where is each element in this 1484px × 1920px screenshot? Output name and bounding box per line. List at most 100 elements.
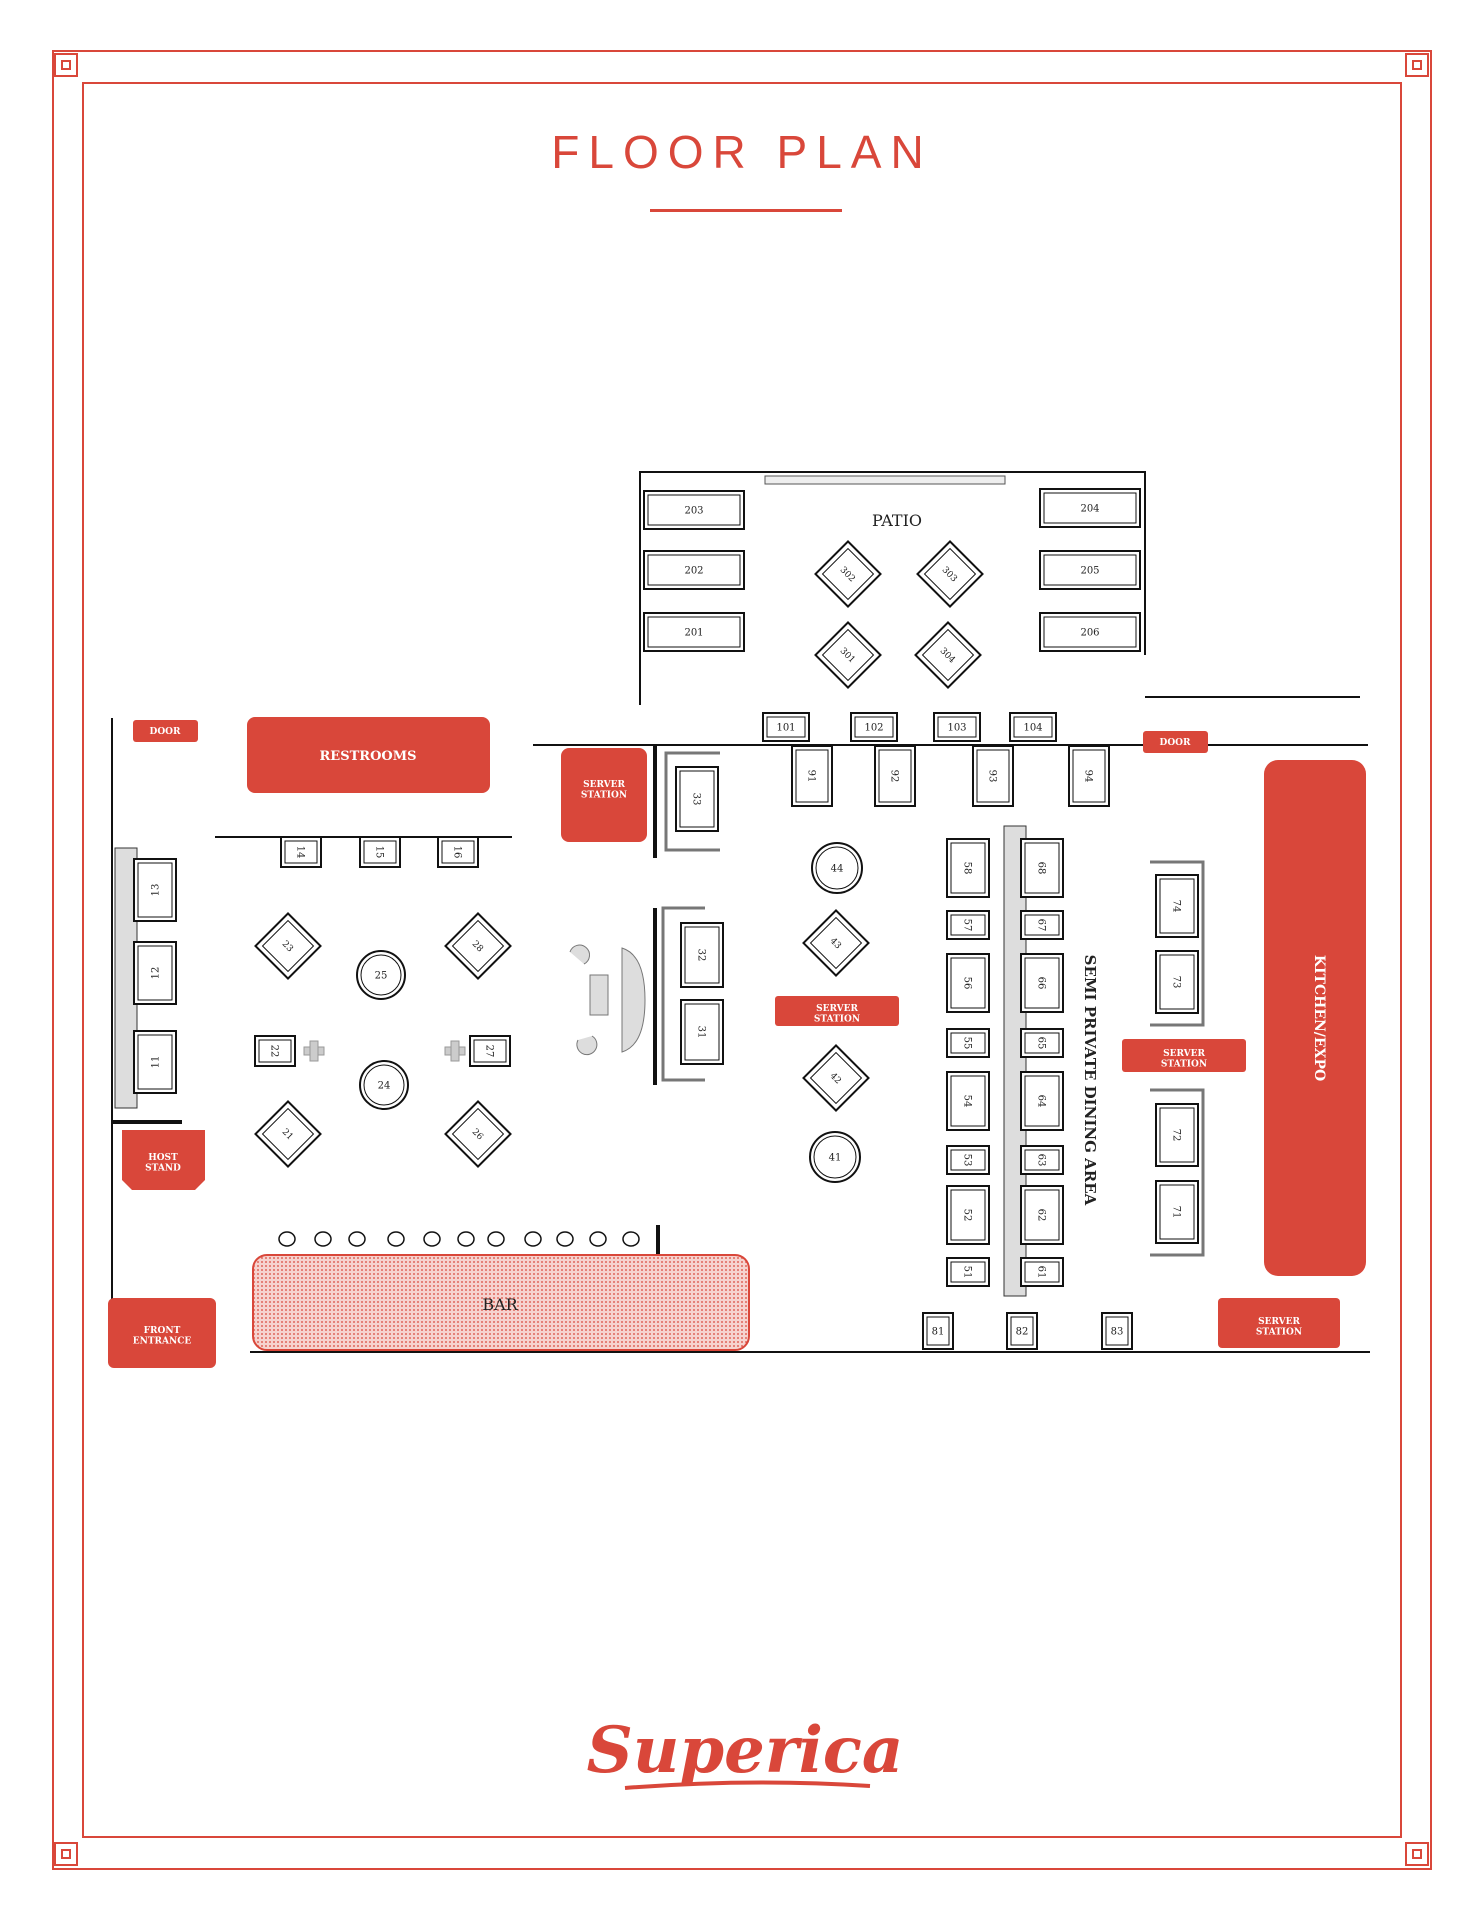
corner-ornament [54,53,78,77]
table-28: 28 [444,912,512,980]
table-23: 23 [254,912,322,980]
bar-stool [423,1231,441,1247]
table-202: 202 [643,550,745,590]
table-93: 93 [972,745,1014,807]
front-entrance [108,1298,216,1368]
bar-counter [252,1254,750,1351]
table-83: 83 [1101,1312,1133,1350]
plant-icon [303,1040,325,1062]
table-number: 74 [1171,900,1182,913]
table-55: 55 [946,1028,990,1058]
table-206: 206 [1039,612,1141,652]
bar-stool [278,1231,296,1247]
door-right [1143,731,1208,753]
bar-stools [278,1231,640,1247]
table-68: 68 [1020,838,1064,898]
table-61: 61 [1020,1257,1064,1287]
table-number: 102 [864,723,883,734]
table-91: 91 [791,745,833,807]
table-12: 12 [133,941,177,1005]
table-13: 13 [133,858,177,922]
table-62: 62 [1020,1185,1064,1245]
table-203: 203 [643,490,745,530]
table-302: 302 [814,540,882,608]
patio-bench [764,475,1006,485]
bar-stool [387,1231,405,1247]
table-number: 91 [806,770,817,783]
table-number: 72 [1171,1129,1182,1142]
table-65: 65 [1020,1028,1064,1058]
bar-label: BAR [482,1295,518,1314]
server-station-3 [1122,1039,1246,1072]
table-number: 44 [831,864,844,875]
table-number: 204 [1080,504,1099,515]
table-204: 204 [1039,488,1141,528]
table-number: 25 [375,971,388,982]
host-stand [122,1130,205,1190]
table-number: 33 [691,793,702,806]
bar-stool [556,1231,574,1247]
table-number: 205 [1080,566,1099,577]
table-number: 16 [452,846,463,859]
bar-stool [487,1231,505,1247]
table-82: 82 [1006,1312,1038,1350]
table-number: 206 [1080,628,1099,639]
logo-swash [624,1780,871,1790]
table-number: 13 [151,884,162,897]
server-station-1 [561,748,647,842]
table-44: 44 [811,842,863,894]
table-number: 94 [1083,770,1094,783]
bar-stool [314,1231,332,1247]
booth-brackets [661,751,1205,1257]
center-divider [1003,825,1027,1297]
bar-stool [348,1231,366,1247]
table-number: 82 [1016,1327,1029,1338]
kitchen-expo [1264,760,1366,1276]
table-number: 65 [1036,1037,1047,1050]
table-25: 25 [356,950,406,1000]
table-number: 62 [1036,1209,1047,1222]
plant-icon [444,1040,466,1062]
table-number: 32 [696,949,707,962]
table-32: 32 [680,922,724,988]
table-205: 205 [1039,550,1141,590]
table-54: 54 [946,1071,990,1131]
table-number: 55 [962,1037,973,1050]
table-81: 81 [922,1312,954,1350]
table-number: 101 [776,723,795,734]
server-station-4 [1218,1298,1340,1348]
table-58: 58 [946,838,990,898]
restrooms-label: RESTROOMS [319,749,416,764]
table-101: 101 [762,712,810,742]
table-number: 27 [484,1045,495,1058]
table-number: 41 [829,1153,842,1164]
table-number: 202 [684,566,703,577]
table-66: 66 [1020,953,1064,1013]
table-number: 15 [374,846,385,859]
table-63: 63 [1020,1145,1064,1175]
table-number: 92 [889,770,900,783]
table-42: 42 [802,1044,870,1112]
bar-stool [524,1231,542,1247]
bar-stool [457,1231,475,1247]
table-number: 56 [962,977,973,990]
table-52: 52 [946,1185,990,1245]
table-51: 51 [946,1257,990,1287]
door-right-label: DOOR [1160,738,1191,748]
corner-ornament [1405,1842,1429,1866]
table-27: 27 [469,1035,511,1067]
table-33: 33 [675,766,719,832]
logo-wordmark: Superica [587,1713,904,1788]
table-67: 67 [1020,910,1064,940]
table-21: 21 [254,1100,322,1168]
table-number: 57 [962,919,973,932]
table-304: 304 [914,621,982,689]
table-303: 303 [916,540,984,608]
table-number: 63 [1036,1154,1047,1167]
